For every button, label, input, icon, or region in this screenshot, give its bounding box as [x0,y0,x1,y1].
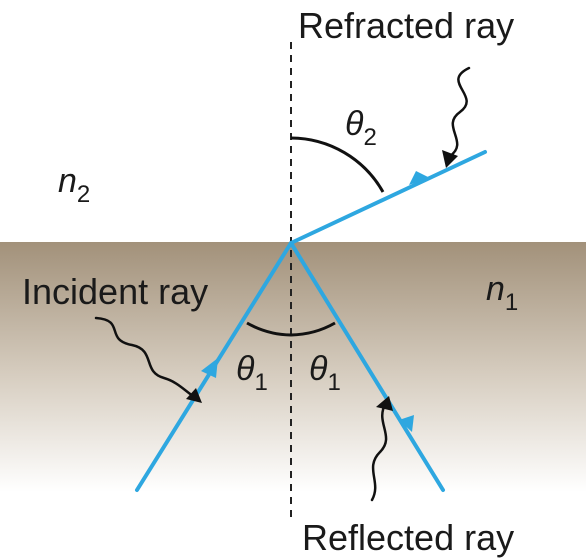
reflected-ray-label: Reflected ray [302,517,514,558]
medium-n2-label: n2 [58,162,90,208]
medium-n1-region [0,242,586,492]
refracted-arrowhead [409,171,430,185]
reflection-angle-arc [290,321,336,337]
reflected-pointer-wavy [370,401,388,502]
incident-arrowhead [201,358,218,378]
reflected-arrowhead [399,415,414,432]
reflected-pointer-arrowhead [376,396,393,411]
theta2-label: θ2 [345,105,377,151]
refracted-ray-label: Refracted ray [298,5,514,46]
refracted-ray [289,150,487,245]
medium-n1-label: n1 [486,270,518,316]
reflected-ray [289,241,445,492]
theta1-reflection-label: θ1 [309,350,341,396]
refracted-pointer-arrowhead [442,150,458,168]
theta1-incidence-label: θ1 [236,350,268,396]
refraction-angle-arc [290,136,385,193]
refracted-pointer-wavy [448,66,471,158]
incident-pointer-arrowhead [186,388,202,403]
incidence-angle-arc [246,321,292,337]
incident-ray-label: Incident ray [22,271,208,312]
incident-pointer-wavy [94,316,198,400]
